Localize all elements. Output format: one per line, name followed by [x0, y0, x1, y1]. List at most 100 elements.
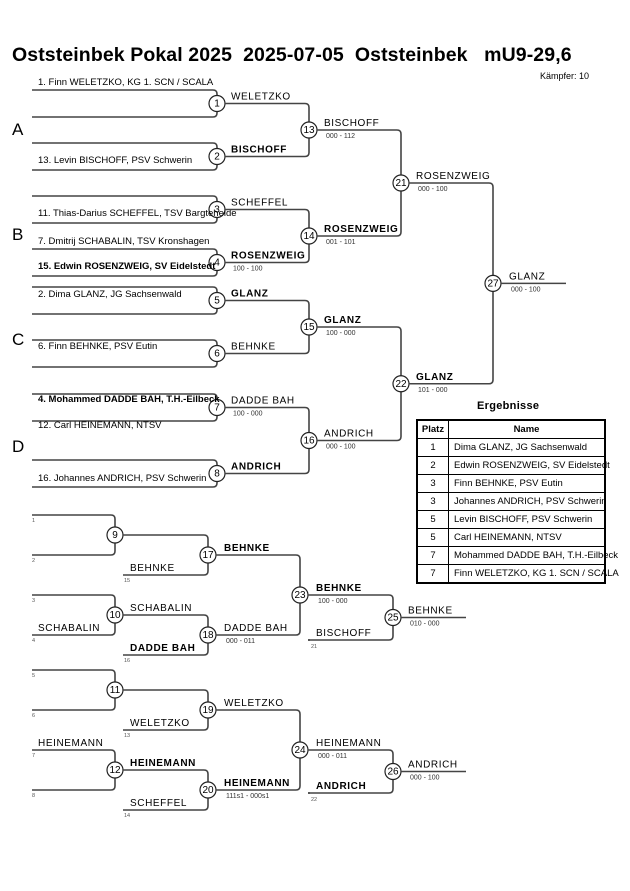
entrant-label: 4. Mohammed DADDE BAH, T.H.-Eilbeck — [38, 394, 220, 405]
result-rank: 7 — [416, 564, 449, 584]
page-title: Oststeinbek Pokal 2025 2025-07-05 Ostste… — [12, 44, 572, 66]
rep-entry-number: 6 — [32, 713, 35, 719]
match-14-winner: ROSENZWEIG — [324, 224, 398, 235]
match-27-winner: GLANZ — [509, 271, 545, 282]
match-2-winner: BISCHOFF — [231, 145, 287, 156]
svg-text:10: 10 — [109, 610, 121, 621]
rep-entry-number: 22 — [311, 797, 317, 803]
match-score: 010 - 000 — [410, 621, 440, 628]
svg-text:8: 8 — [214, 469, 220, 480]
match-23-winner: BEHNKE — [316, 583, 362, 594]
rep-entry-number: 2 — [32, 558, 35, 564]
match-25-winner: BEHNKE — [408, 606, 453, 617]
result-rank: 3 — [416, 474, 449, 493]
match-4-winner: ROSENZWEIG — [231, 251, 305, 262]
rep-entry-name: DADDE BAH — [130, 643, 195, 654]
match-node-6: 6 — [208, 344, 226, 363]
rep-entry-name: WELETZKO — [130, 718, 190, 729]
match-5-winner: GLANZ — [231, 289, 268, 300]
svg-text:22: 22 — [395, 379, 407, 390]
svg-text:18: 18 — [202, 630, 214, 641]
rep-entry-name: SCHEFFEL — [130, 798, 187, 809]
svg-text:16: 16 — [303, 436, 315, 447]
rep-entry-number: 13 — [124, 733, 130, 739]
result-name: Finn BEHNKE, PSV Eutin — [448, 474, 606, 493]
result-rank: 7 — [416, 546, 449, 565]
result-name: Mohammed DADDE BAH, T.H.-Eilbeck — [448, 546, 618, 565]
svg-text:3: 3 — [214, 205, 220, 216]
svg-text:7: 7 — [214, 403, 220, 414]
result-name: Edwin ROSENZWEIG, SV Eidelstedt — [448, 456, 610, 475]
svg-text:2: 2 — [214, 152, 220, 163]
rep-entry-number: 5 — [32, 673, 35, 679]
match-node-19: 19 — [199, 701, 217, 719]
match-26-winner: ANDRICH — [408, 760, 458, 771]
match-10-winner: SCHABALIN — [130, 603, 192, 614]
match-node-22: 22 — [392, 375, 410, 393]
final-connector — [409, 182, 494, 385]
result-rank: 5 — [416, 510, 449, 529]
result-name: Johannes ANDRICH, PSV Schwerin — [448, 492, 607, 511]
svg-text:25: 25 — [387, 613, 399, 624]
svg-text:26: 26 — [387, 767, 399, 778]
match-score: 100 - 000 — [318, 598, 348, 605]
match-node-21: 21 — [392, 174, 410, 192]
match-1-winner: WELETZKO — [231, 92, 291, 103]
pool-label-c: C — [12, 330, 24, 349]
match-8-winner: ANDRICH — [231, 462, 281, 473]
entrant-label: 1. Finn WELETZKO, KG 1. SCN / SCALA — [38, 77, 214, 88]
match-node-13: 13 — [300, 121, 318, 139]
svg-text:24: 24 — [294, 745, 306, 756]
rep-r1-connector — [32, 669, 116, 711]
rep-entry-name: HEINEMANN — [38, 738, 103, 749]
match-score: 000 - 100 — [418, 186, 448, 193]
match-node-14: 14 — [300, 227, 318, 245]
match-3-winner: SCHEFFEL — [231, 198, 288, 209]
match-node-15: 15 — [300, 318, 318, 336]
match-node-3: 3 — [208, 200, 226, 219]
svg-text:15: 15 — [303, 322, 315, 333]
rank-header: Platz — [416, 419, 449, 439]
result-rank: 1 — [416, 438, 449, 457]
entrant-label: 2. Dima GLANZ, JG Sachsenwald — [38, 289, 182, 300]
match-node-25: 25 — [384, 608, 402, 627]
rep-entry-name: ANDRICH — [316, 781, 366, 792]
match-node-11: 11 — [106, 681, 124, 699]
svg-text:5: 5 — [214, 296, 220, 307]
match-15-winner: GLANZ — [324, 315, 361, 326]
rep-entry-number: 14 — [124, 813, 130, 819]
match-19-winner: WELETZKO — [224, 698, 284, 709]
svg-text:12: 12 — [109, 765, 121, 776]
match-score: 100 - 000 — [326, 330, 356, 337]
match-score: 100 - 100 — [233, 266, 263, 273]
match-score: 100 - 000 — [233, 411, 263, 418]
rep-entry-number: 4 — [32, 638, 35, 644]
match-node-24: 24 — [291, 741, 309, 759]
rep-entry-number: 8 — [32, 793, 35, 799]
svg-text:11: 11 — [110, 685, 121, 696]
match-node-16: 16 — [300, 431, 318, 450]
match-21-winner: ROSENZWEIG — [416, 171, 490, 182]
match-score: 111s1 - 000s1 — [226, 793, 269, 800]
match-node-17: 17 — [199, 546, 217, 564]
svg-text:27: 27 — [487, 278, 499, 289]
match-score: 000 - 100 — [511, 286, 541, 293]
result-name: Carl HEINEMANN, NTSV — [448, 528, 606, 547]
match-17-winner: BEHNKE — [224, 543, 270, 554]
rep-entry-name: BISCHOFF — [316, 628, 371, 639]
entrant-label: 15. Edwin ROSENZWEIG, SV Eidelstedt — [38, 261, 216, 272]
match-12-winner: HEINEMANN — [130, 758, 196, 769]
round3-connector — [317, 129, 402, 237]
svg-text:17: 17 — [202, 550, 214, 561]
rep-entry-number: 1 — [32, 518, 35, 524]
svg-text:13: 13 — [303, 125, 315, 136]
name-header: Name — [448, 419, 606, 439]
entrant-label: 6. Finn BEHNKE, PSV Eutin — [38, 341, 157, 352]
entrant-label: 11. Thias-Darius SCHEFFEL, TSV Bargtehei… — [38, 208, 237, 219]
pool-label-a: A — [12, 120, 24, 139]
